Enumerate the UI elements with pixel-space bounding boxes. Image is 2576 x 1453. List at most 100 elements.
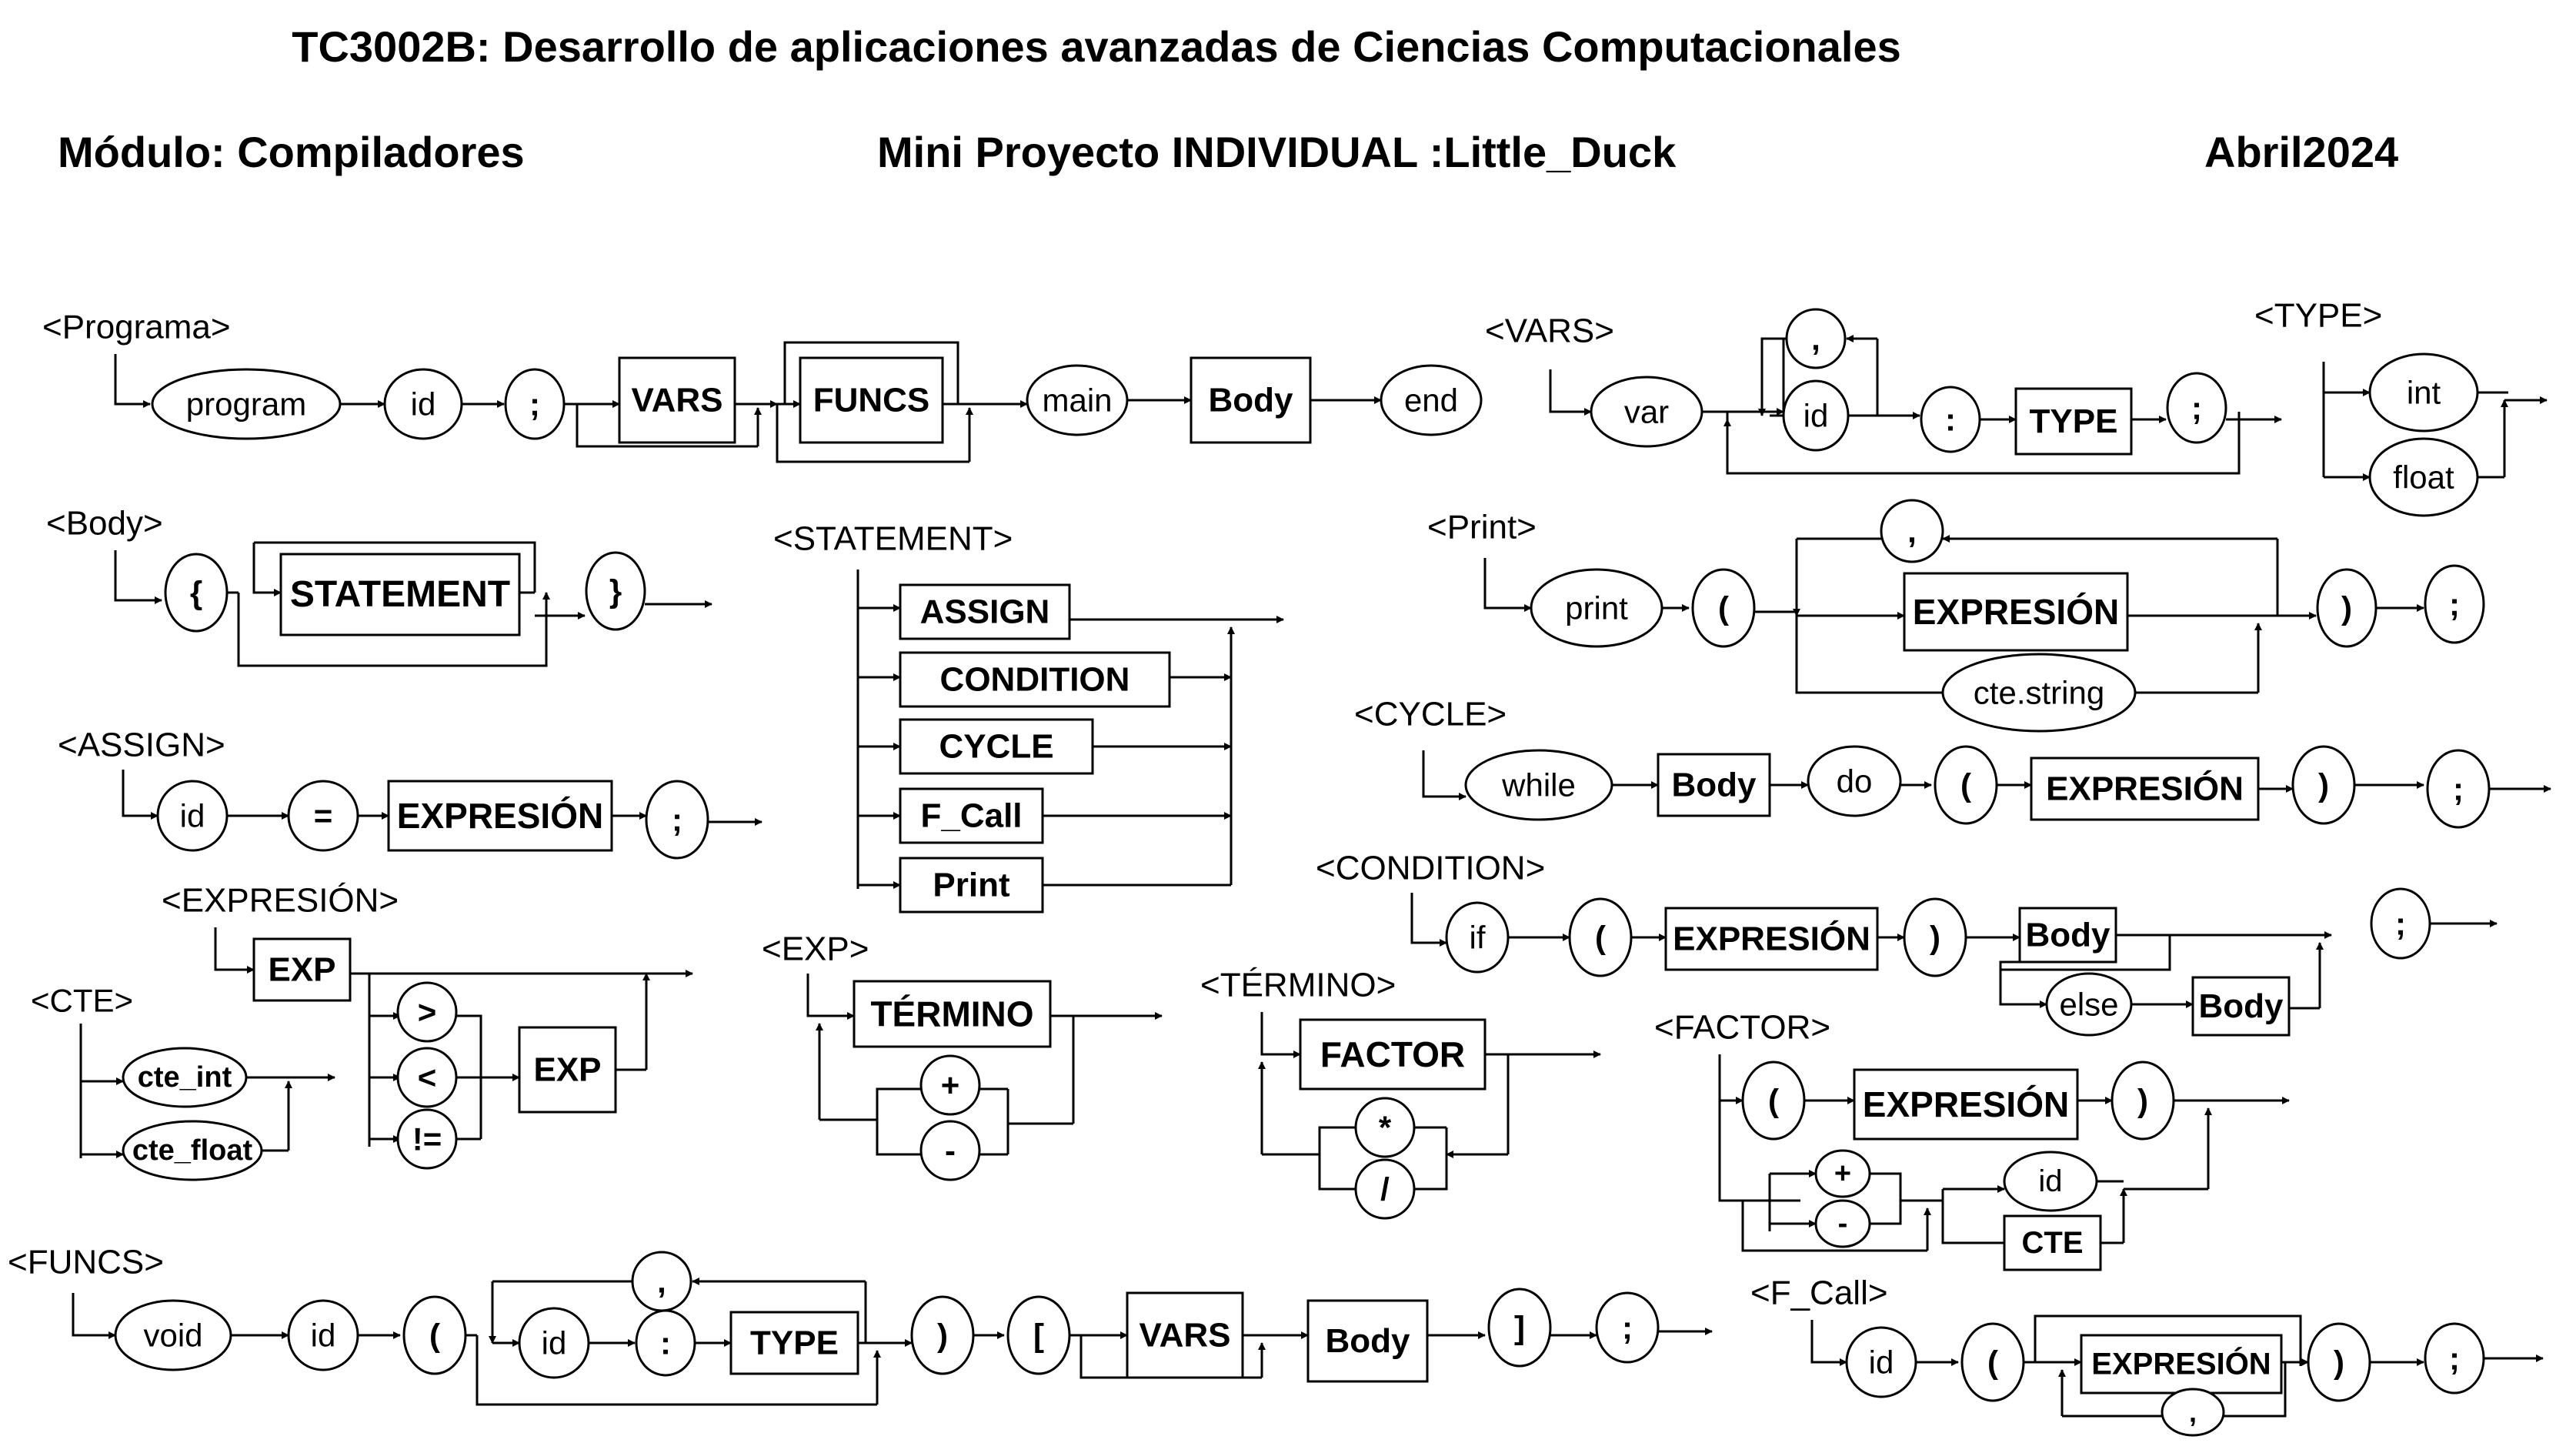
rule-title-cycle: <CYCLE> xyxy=(1354,696,1507,733)
terminal-f-call-lparen: ( xyxy=(1960,1322,2025,1402)
rule-title-type: <TYPE> xyxy=(2254,297,2382,335)
terminal-label: - xyxy=(1838,1207,1848,1240)
nonterminal-label: Body xyxy=(1326,1322,1411,1360)
nonterminal-body-statement: STATEMENT xyxy=(279,553,521,636)
terminal-condition-if: if xyxy=(1445,901,1510,974)
terminal-label: ; xyxy=(2395,906,2406,942)
terminal-label: id xyxy=(180,798,205,834)
nonterminal-condition-expresion: EXPRESIÓN xyxy=(1664,907,1879,971)
terminal-funcs-lparen: ( xyxy=(402,1295,467,1375)
terminal-label: > xyxy=(418,994,437,1030)
terminal-label: ) xyxy=(1930,920,1940,956)
nonterminal-statement-condition: CONDITION xyxy=(899,651,1171,708)
terminal-label: ( xyxy=(429,1318,440,1354)
terminal-body-lbrace: { xyxy=(164,553,229,633)
terminal-body-rbrace: } xyxy=(585,551,646,631)
nonterminal-label: TÉRMINO xyxy=(870,994,1033,1034)
rule-title-print: <Print> xyxy=(1427,509,1537,546)
terminal-label: ( xyxy=(1987,1344,1998,1381)
terminal-condition-else: else xyxy=(2045,972,2133,1037)
nonterminal-label: EXPRESIÓN xyxy=(397,796,603,836)
nonterminal-statement-assign: ASSIGN xyxy=(899,583,1071,640)
nonterminal-label: Body xyxy=(2199,987,2284,1025)
terminal-label: cte_float xyxy=(132,1134,253,1167)
nonterminal-label: EXP xyxy=(268,951,335,989)
terminal-expresion-neq: != xyxy=(396,1108,458,1170)
terminal-vars-id: id xyxy=(1782,379,1850,452)
nonterminal-condition-body: Body xyxy=(2018,907,2117,964)
terminal-label: = xyxy=(314,798,333,834)
rule-title-expresion: <EXPRESIÓN> xyxy=(162,882,399,920)
nonterminal-assign-expresion: EXPRESIÓN xyxy=(387,780,613,852)
terminal-programa-semicolon: ; xyxy=(504,368,566,440)
terminal-label: ; xyxy=(2449,1341,2460,1377)
terminal-label: ; xyxy=(529,386,540,423)
nonterminal-label: F_Call xyxy=(920,797,1022,835)
terminal-expresion-gt: > xyxy=(396,981,458,1043)
terminal-label: ; xyxy=(672,802,682,838)
nonterminal-label: Print xyxy=(933,867,1010,904)
terminal-label: * xyxy=(1379,1110,1392,1146)
terminal-label: ( xyxy=(1960,767,1971,803)
nonterminal-expresion-exp: EXP xyxy=(252,937,352,1002)
terminal-label: [ xyxy=(1033,1318,1044,1354)
terminal-print-cte-string: cte.string xyxy=(1941,653,2137,733)
terminal-label: ) xyxy=(937,1318,948,1354)
terminal-funcs-rbracket: ] xyxy=(1487,1288,1552,1368)
terminal-cte-cte-int: cte_int xyxy=(122,1047,248,1108)
terminal-label: : xyxy=(1945,402,1956,438)
terminal-condition-lparen: ( xyxy=(1568,897,1633,977)
terminal-label: float xyxy=(2393,459,2454,496)
nonterminal-statement-print: Print xyxy=(899,857,1044,914)
terminal-vars-colon: : xyxy=(1920,386,1981,453)
rule-title-funcs: <FUNCS> xyxy=(8,1244,164,1281)
rule-title-body: <Body> xyxy=(46,505,163,543)
date-label: Abril2024 xyxy=(2204,128,2399,176)
terminal-label: id xyxy=(1869,1344,1894,1381)
terminal-label: , xyxy=(1907,513,1917,549)
nonterminal-label: EXPRESIÓN xyxy=(2046,770,2244,808)
terminal-f-call-semicolon: ; xyxy=(2424,1322,2485,1395)
terminal-label: ] xyxy=(1514,1310,1525,1346)
terminal-label: , xyxy=(2189,1397,2197,1428)
project-label: Mini Proyecto INDIVIDUAL :Little_Duck xyxy=(877,128,1677,176)
terminal-label: ( xyxy=(1595,920,1606,956)
rule-title-f-call: <F_Call> xyxy=(1750,1274,1888,1312)
nonterminal-vars-type: TYPE xyxy=(2014,387,2133,456)
terminal-factor-plus: + xyxy=(1814,1149,1871,1198)
terminal-funcs-comma: , xyxy=(631,1251,692,1312)
terminal-label: print xyxy=(1565,590,1628,626)
terminal-condition-semicolon: ; xyxy=(2370,887,2431,960)
terminal-funcs-lbracket: [ xyxy=(1006,1295,1071,1375)
terminal-label: , xyxy=(1811,321,1820,357)
nonterminal-label: CONDITION xyxy=(940,661,1130,699)
terminal-label: } xyxy=(609,573,622,610)
terminal-condition-rparen: ) xyxy=(1903,897,1967,977)
nonterminal-label: CYCLE xyxy=(939,728,1053,766)
nonterminal-cycle-body: Body xyxy=(1657,753,1771,817)
terminal-factor-lparen: ( xyxy=(1741,1061,1806,1141)
terminal-funcs-semicolon: ; xyxy=(1595,1291,1660,1364)
module-label: Módulo: Compiladores xyxy=(58,128,525,176)
terminal-cycle-semicolon: ; xyxy=(2426,749,2491,829)
terminal-label: + xyxy=(941,1067,960,1104)
nonterminal-label: EXPRESIÓN xyxy=(2091,1346,2271,1381)
rule-title-factor: <FACTOR> xyxy=(1654,1009,1830,1047)
terminal-label: - xyxy=(945,1133,956,1169)
terminal-vars-var: var xyxy=(1590,376,1703,448)
terminal-type-int: int xyxy=(2368,352,2479,433)
terminal-label: else xyxy=(2059,987,2118,1023)
nonterminal-label: TYPE xyxy=(750,1324,839,1362)
terminal-programa-id: id xyxy=(383,368,463,440)
terminal-label: ) xyxy=(2318,767,2329,803)
terminal-funcs-colon: : xyxy=(635,1309,696,1377)
terminal-label: int xyxy=(2407,375,2441,411)
nonterminal-funcs-body: Body xyxy=(1306,1299,1429,1383)
rule-title-assign: <ASSIGN> xyxy=(58,726,225,764)
terminal-label: != xyxy=(412,1121,442,1157)
terminal-label: var xyxy=(1624,394,1669,430)
terminal-programa-program: program xyxy=(151,368,342,440)
nonterminal-funcs-vars: VARS xyxy=(1126,1291,1244,1379)
terminal-print-print: print xyxy=(1530,568,1663,648)
nonterminal-label: ASSIGN xyxy=(920,593,1050,631)
